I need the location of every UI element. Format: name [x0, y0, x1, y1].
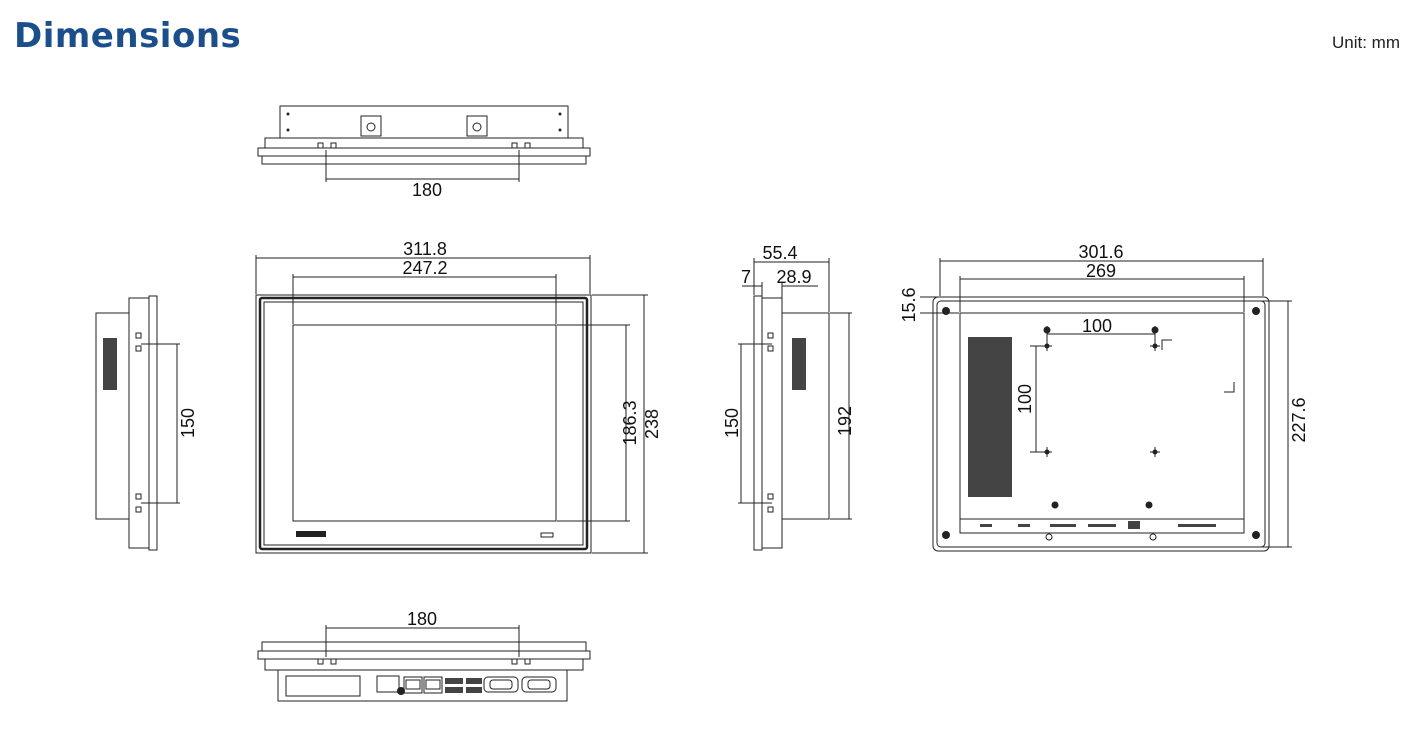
vesa-holes: [1042, 341, 1160, 457]
right-vent-grill: [792, 338, 806, 390]
rear-depth-label: 28.9: [776, 267, 811, 287]
unit-label: Unit: mm: [1332, 33, 1400, 52]
front-view: 311.8 247.2 186.3 238: [255, 239, 662, 554]
right-mount-spacing-label: 150: [722, 408, 742, 438]
top-mount-spacing-label: 180: [412, 180, 442, 200]
vesa-horizontal-label: 100: [1082, 316, 1112, 336]
io-ports: [285, 675, 557, 697]
vesa-vertical-label: 100: [1015, 384, 1035, 414]
corner-offset-label: 15.6: [899, 287, 919, 322]
rear-vent-grill: [968, 337, 1012, 497]
display-height-label: 186.3: [620, 400, 640, 445]
cutout-height-label: 227.6: [1289, 397, 1309, 442]
rear-view: 301.6 269 15.6 100 100 227.6: [899, 242, 1309, 552]
cutout-width-label: 301.6: [1078, 242, 1123, 262]
left-side-view: 150: [95, 295, 198, 551]
page-title: Dimensions: [14, 16, 242, 56]
bezel-depth-label: 7: [741, 267, 751, 287]
overall-height-label: 238: [642, 409, 662, 439]
inner-width-label: 269: [1086, 261, 1116, 281]
overall-width-label: 311.8: [403, 239, 447, 259]
top-view: 180: [257, 105, 591, 200]
rear-height-label: 192: [835, 406, 855, 436]
overall-depth-label: 55.4: [762, 243, 797, 263]
left-vent-grill: [103, 338, 117, 390]
bottom-mount-spacing-label: 180: [407, 609, 437, 629]
bottom-view: 180: [257, 609, 591, 702]
display-width-label: 247.2: [402, 258, 447, 278]
right-side-view: 55.4 7 28.9 150 192: [722, 243, 855, 551]
left-mount-spacing-label: 150: [178, 408, 198, 438]
